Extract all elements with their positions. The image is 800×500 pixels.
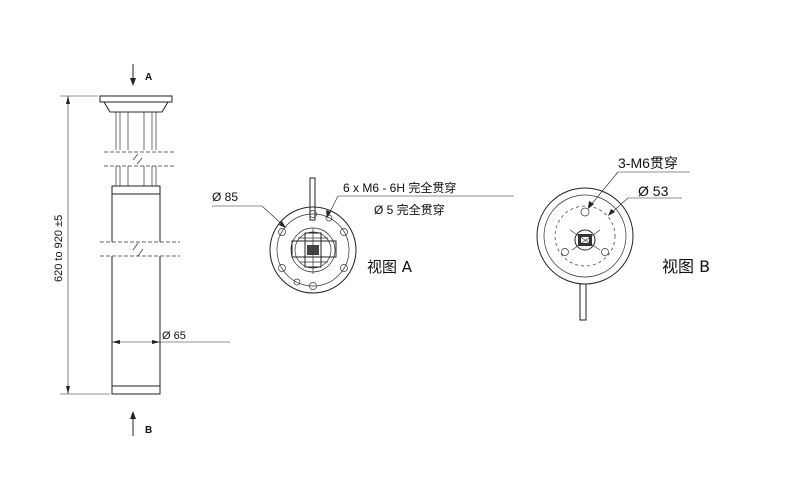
top-flange	[99, 95, 173, 103]
view-a-arrow-label: A	[145, 72, 152, 83]
view-b-thread-leader: 3-M6贯穿	[588, 155, 690, 209]
side-view: A	[53, 64, 230, 436]
view-a-hole-label: Ø 5 完全贯穿	[374, 202, 445, 217]
view-a: Ø 85 6 x M6 - 6H 完全贯穿 Ø 5 完全贯穿 视图 A	[212, 177, 514, 294]
view-a-diameter-leader: Ø 85	[212, 190, 286, 228]
view-a-cable	[309, 177, 316, 221]
upper-rods	[115, 112, 157, 150]
view-a-title: 视图 A	[367, 258, 413, 276]
flange-neck	[103, 101, 169, 113]
diameter-65-dimension: Ø 65	[112, 330, 230, 344]
body-cap-bottom	[111, 385, 161, 395]
view-b-arrow: B	[130, 411, 152, 436]
break-lines-body	[100, 241, 180, 257]
view-b-title: 视图 B	[662, 257, 710, 276]
view-b-cable	[579, 283, 587, 321]
view-b-inner-circle	[543, 194, 627, 278]
body-cap-top	[111, 185, 161, 195]
view-b-bolt-circle	[554, 205, 616, 267]
view-a-arrow: A	[130, 64, 152, 86]
view-b-hub	[569, 229, 601, 251]
view-a-diameter-label: Ø 85	[212, 190, 238, 204]
view-a-outer-circle	[269, 206, 357, 294]
view-b-diameter-label: Ø 53	[638, 183, 669, 199]
view-a-thread-leader: 6 x M6 - 6H 完全贯穿 Ø 5 完全贯穿	[326, 180, 514, 218]
view-b-diameter-leader: Ø 53	[608, 183, 682, 216]
length-dim-label: 620 to 920 ±5	[53, 215, 65, 282]
length-dimension: 620 to 920 ±5	[53, 95, 110, 395]
view-b: 3-M6贯穿 Ø 53 视图 B	[536, 155, 710, 321]
lower-rods	[115, 166, 157, 186]
view-a-thread-label: 6 x M6 - 6H 完全贯穿	[343, 180, 456, 195]
break-lines-upper	[104, 151, 176, 167]
diameter-65-label: Ø 65	[162, 330, 186, 342]
view-b-holes	[561, 207, 609, 256]
view-a-bolt-holes	[278, 210, 348, 290]
view-b-arrow-label: B	[145, 425, 152, 436]
view-a-hub	[291, 228, 337, 274]
view-b-thread-label: 3-M6贯穿	[618, 155, 678, 171]
view-a-bolt-circle	[276, 213, 350, 287]
